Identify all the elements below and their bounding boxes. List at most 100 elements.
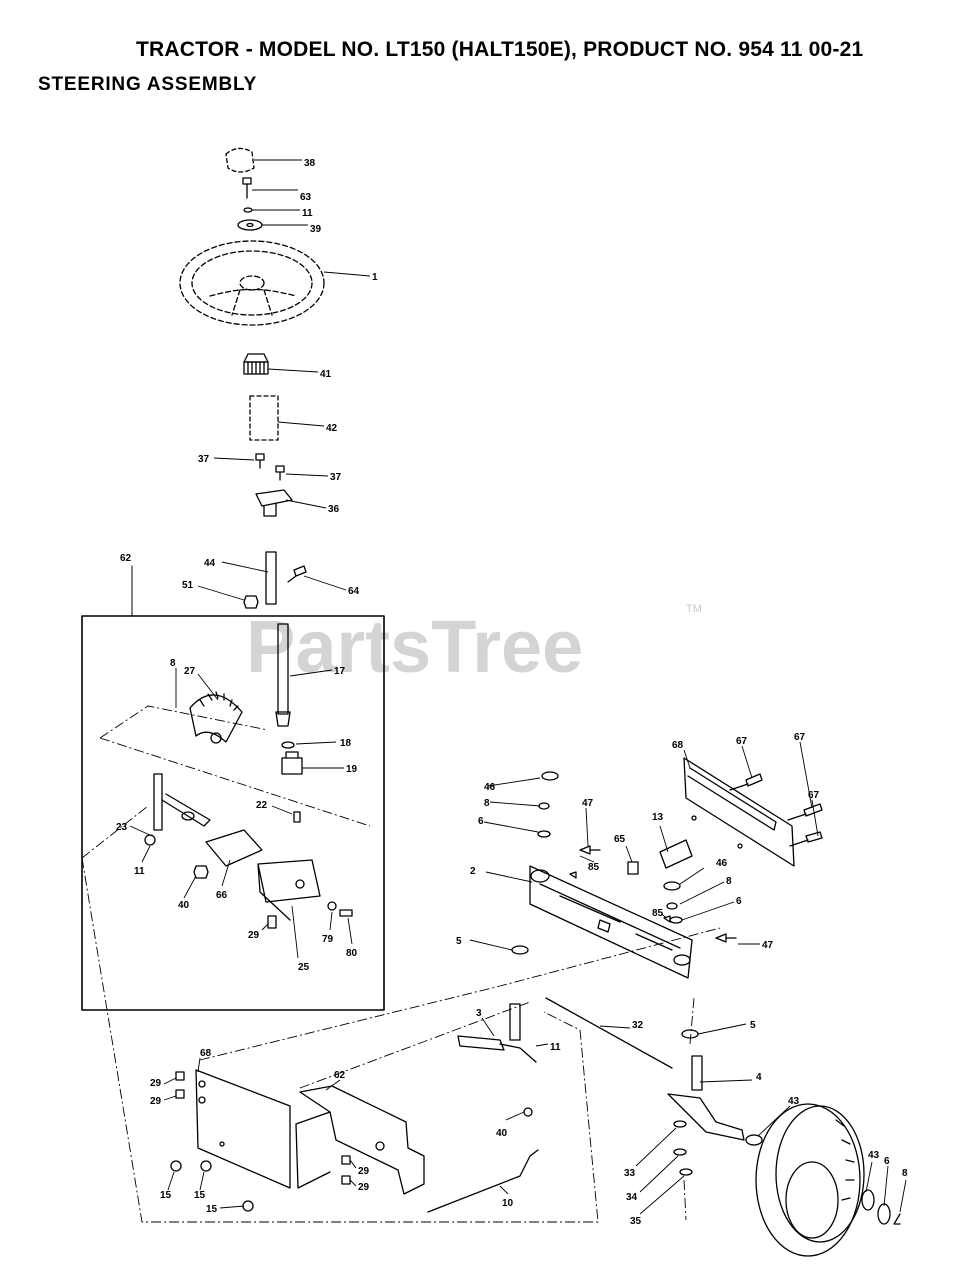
callout-label: 11 (550, 1042, 561, 1053)
callout-label: 65 (614, 834, 626, 845)
part-support-bracket (295, 1085, 425, 1195)
part-bearing-bracket (281, 751, 303, 775)
callout-label: 64 (348, 586, 360, 597)
callout-label: 8 (902, 1168, 908, 1179)
callout-label: 40 (178, 900, 190, 911)
part-cap (237, 219, 263, 231)
callout-label: 42 (326, 423, 338, 434)
page-title: TRACTOR - MODEL NO. LT150 (HALT150E), PR… (136, 38, 864, 61)
callout-label: 67 (736, 736, 748, 747)
part-axle-bracket (683, 757, 795, 867)
callout-label: 29 (150, 1078, 162, 1089)
callout-label: 13 (652, 812, 664, 823)
callout-label: 37 (330, 472, 342, 483)
part-drag-link (427, 1149, 539, 1213)
callout-label: 62 (120, 553, 132, 564)
callout-label: 85 (588, 862, 600, 873)
part-tie-rod (545, 997, 673, 1069)
callout-label: 29 (358, 1166, 370, 1177)
callout-label: 43 (788, 1096, 800, 1107)
callout-label: 5 (456, 936, 462, 947)
callout-label: 67 (808, 790, 820, 801)
part-screw (255, 453, 265, 469)
callout-label: 80 (346, 948, 358, 959)
part-nut (243, 595, 259, 609)
callout-label: 63 (300, 192, 312, 203)
callout-label: 39 (310, 224, 322, 235)
callout-label: 25 (298, 962, 310, 973)
part-washer (243, 207, 253, 213)
subassembly-box (81, 615, 385, 1011)
part-adapter (243, 353, 269, 375)
part-front-wheel (755, 1103, 865, 1257)
callout-label: 11 (134, 866, 145, 877)
part-steering-shaft (275, 623, 291, 727)
callout-label: 37 (198, 454, 210, 465)
callout-label: 5 (750, 1020, 756, 1031)
callout-label: 18 (340, 738, 352, 749)
callout-label: 8 (484, 798, 490, 809)
callout-label: 23 (116, 822, 128, 833)
part-sector-gear (189, 691, 243, 744)
part-boot (249, 395, 279, 441)
callout-label: 15 (160, 1190, 172, 1201)
callout-label: 29 (150, 1096, 162, 1107)
part-spindle-right (667, 1055, 745, 1141)
part-spindle-left (457, 1003, 537, 1063)
callout-label: 46 (484, 782, 496, 793)
callout-label: 17 (334, 666, 346, 677)
callout-label: 38 (304, 158, 316, 169)
callout-label: 1 (372, 272, 378, 283)
part-screw (275, 465, 285, 481)
part-mount-bracket (257, 859, 321, 921)
part-shaft (265, 551, 277, 605)
callout-label: 41 (320, 369, 332, 380)
part-bolt (242, 177, 252, 199)
part-bolt (287, 565, 307, 583)
callout-label: 8 (726, 876, 732, 887)
callout-label: 4 (756, 1072, 762, 1083)
section-title: STEERING ASSEMBLY (38, 74, 258, 95)
callout-label: 47 (582, 798, 594, 809)
callout-label: 46 (716, 858, 728, 869)
callout-label: 3 (476, 1008, 482, 1019)
part-front-axle (529, 865, 693, 979)
callout-label: 47 (762, 940, 774, 951)
callout-label: 2 (470, 866, 476, 877)
callout-label: 6 (736, 896, 742, 907)
callout-label: 79 (322, 934, 334, 945)
callout-label: 44 (204, 558, 216, 569)
part-pivot-shaft (153, 773, 211, 831)
callout-label: 15 (194, 1190, 206, 1201)
callout-label: 10 (502, 1198, 514, 1209)
callout-label: 40 (496, 1128, 508, 1139)
callout-label: 22 (256, 800, 268, 811)
watermark: PartsTree (246, 605, 583, 688)
part-steering-wheel (179, 240, 325, 326)
part-spacer (205, 829, 263, 867)
callout-label: 6 (884, 1156, 890, 1167)
callout-label: 43 (868, 1150, 880, 1161)
callout-label: 34 (626, 1192, 638, 1203)
callout-label: 66 (216, 890, 228, 901)
callout-label: 36 (328, 504, 340, 515)
callout-label: 8 (170, 658, 176, 669)
callout-label: 11 (302, 208, 313, 219)
callout-label: 51 (182, 580, 194, 591)
callout-label: 33 (624, 1168, 636, 1179)
part-bushing (255, 489, 293, 517)
callout-label: 32 (632, 1020, 644, 1031)
callout-label: 68 (672, 740, 684, 751)
callout-labels: 38 63 11 39 1 41 42 37 37 36 62 44 51 64… (116, 158, 908, 1227)
callout-label: 67 (794, 732, 806, 743)
callout-label: 15 (206, 1204, 218, 1215)
callout-label: 29 (248, 930, 260, 941)
part-steering-plate (195, 1069, 291, 1189)
callout-label: 62 (334, 1070, 346, 1081)
watermark-tm: TM (686, 603, 702, 615)
callout-label: 19 (346, 764, 358, 775)
callout-label: 27 (184, 666, 196, 677)
callout-label: 85 (652, 908, 664, 919)
callout-label: 6 (478, 816, 484, 827)
